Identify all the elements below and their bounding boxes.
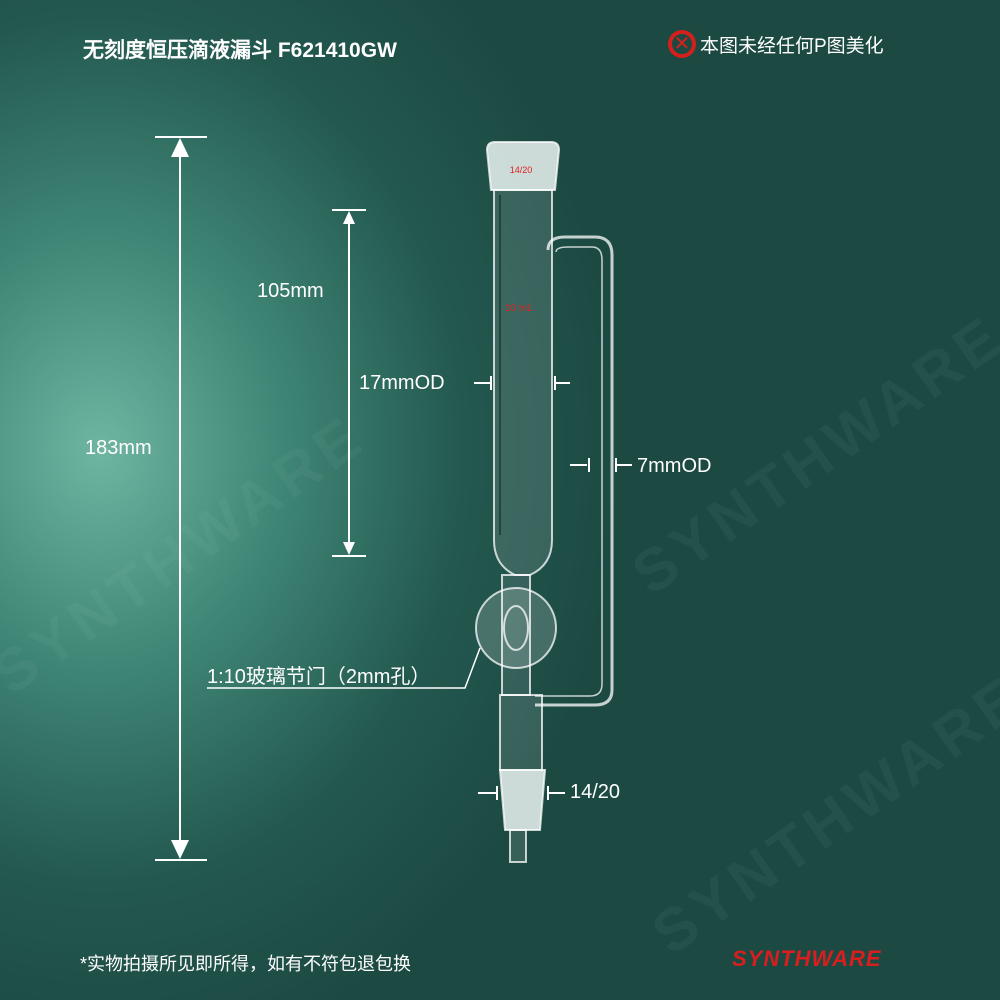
top-joint-marking: 14/20: [510, 165, 533, 175]
footer-note: *实物拍摄所见即所得，如有不符包退包换: [80, 954, 412, 974]
bottom-joint-label: 14/20: [570, 781, 621, 803]
arm-od-label: 7mmOD: [637, 455, 712, 477]
page-title: 无刻度恒压滴液漏斗 F621410GW: [83, 39, 397, 62]
stopcock-label: 1:10玻璃节门（2mm孔）: [207, 666, 431, 688]
tube-od-label: 17mmOD: [359, 372, 445, 394]
notice-text: 本图未经任何P图美化: [700, 35, 884, 57]
volume-marking: 10 mL: [505, 303, 533, 314]
brand-logo: SYNTHWARE: [732, 946, 882, 971]
x-circle-icon: ✕: [668, 30, 696, 58]
total-height-label: 183mm: [85, 437, 152, 459]
tube-length-label: 105mm: [257, 280, 324, 302]
no-retouch-notice: ✕ 本图未经任何P图美化: [668, 30, 884, 58]
